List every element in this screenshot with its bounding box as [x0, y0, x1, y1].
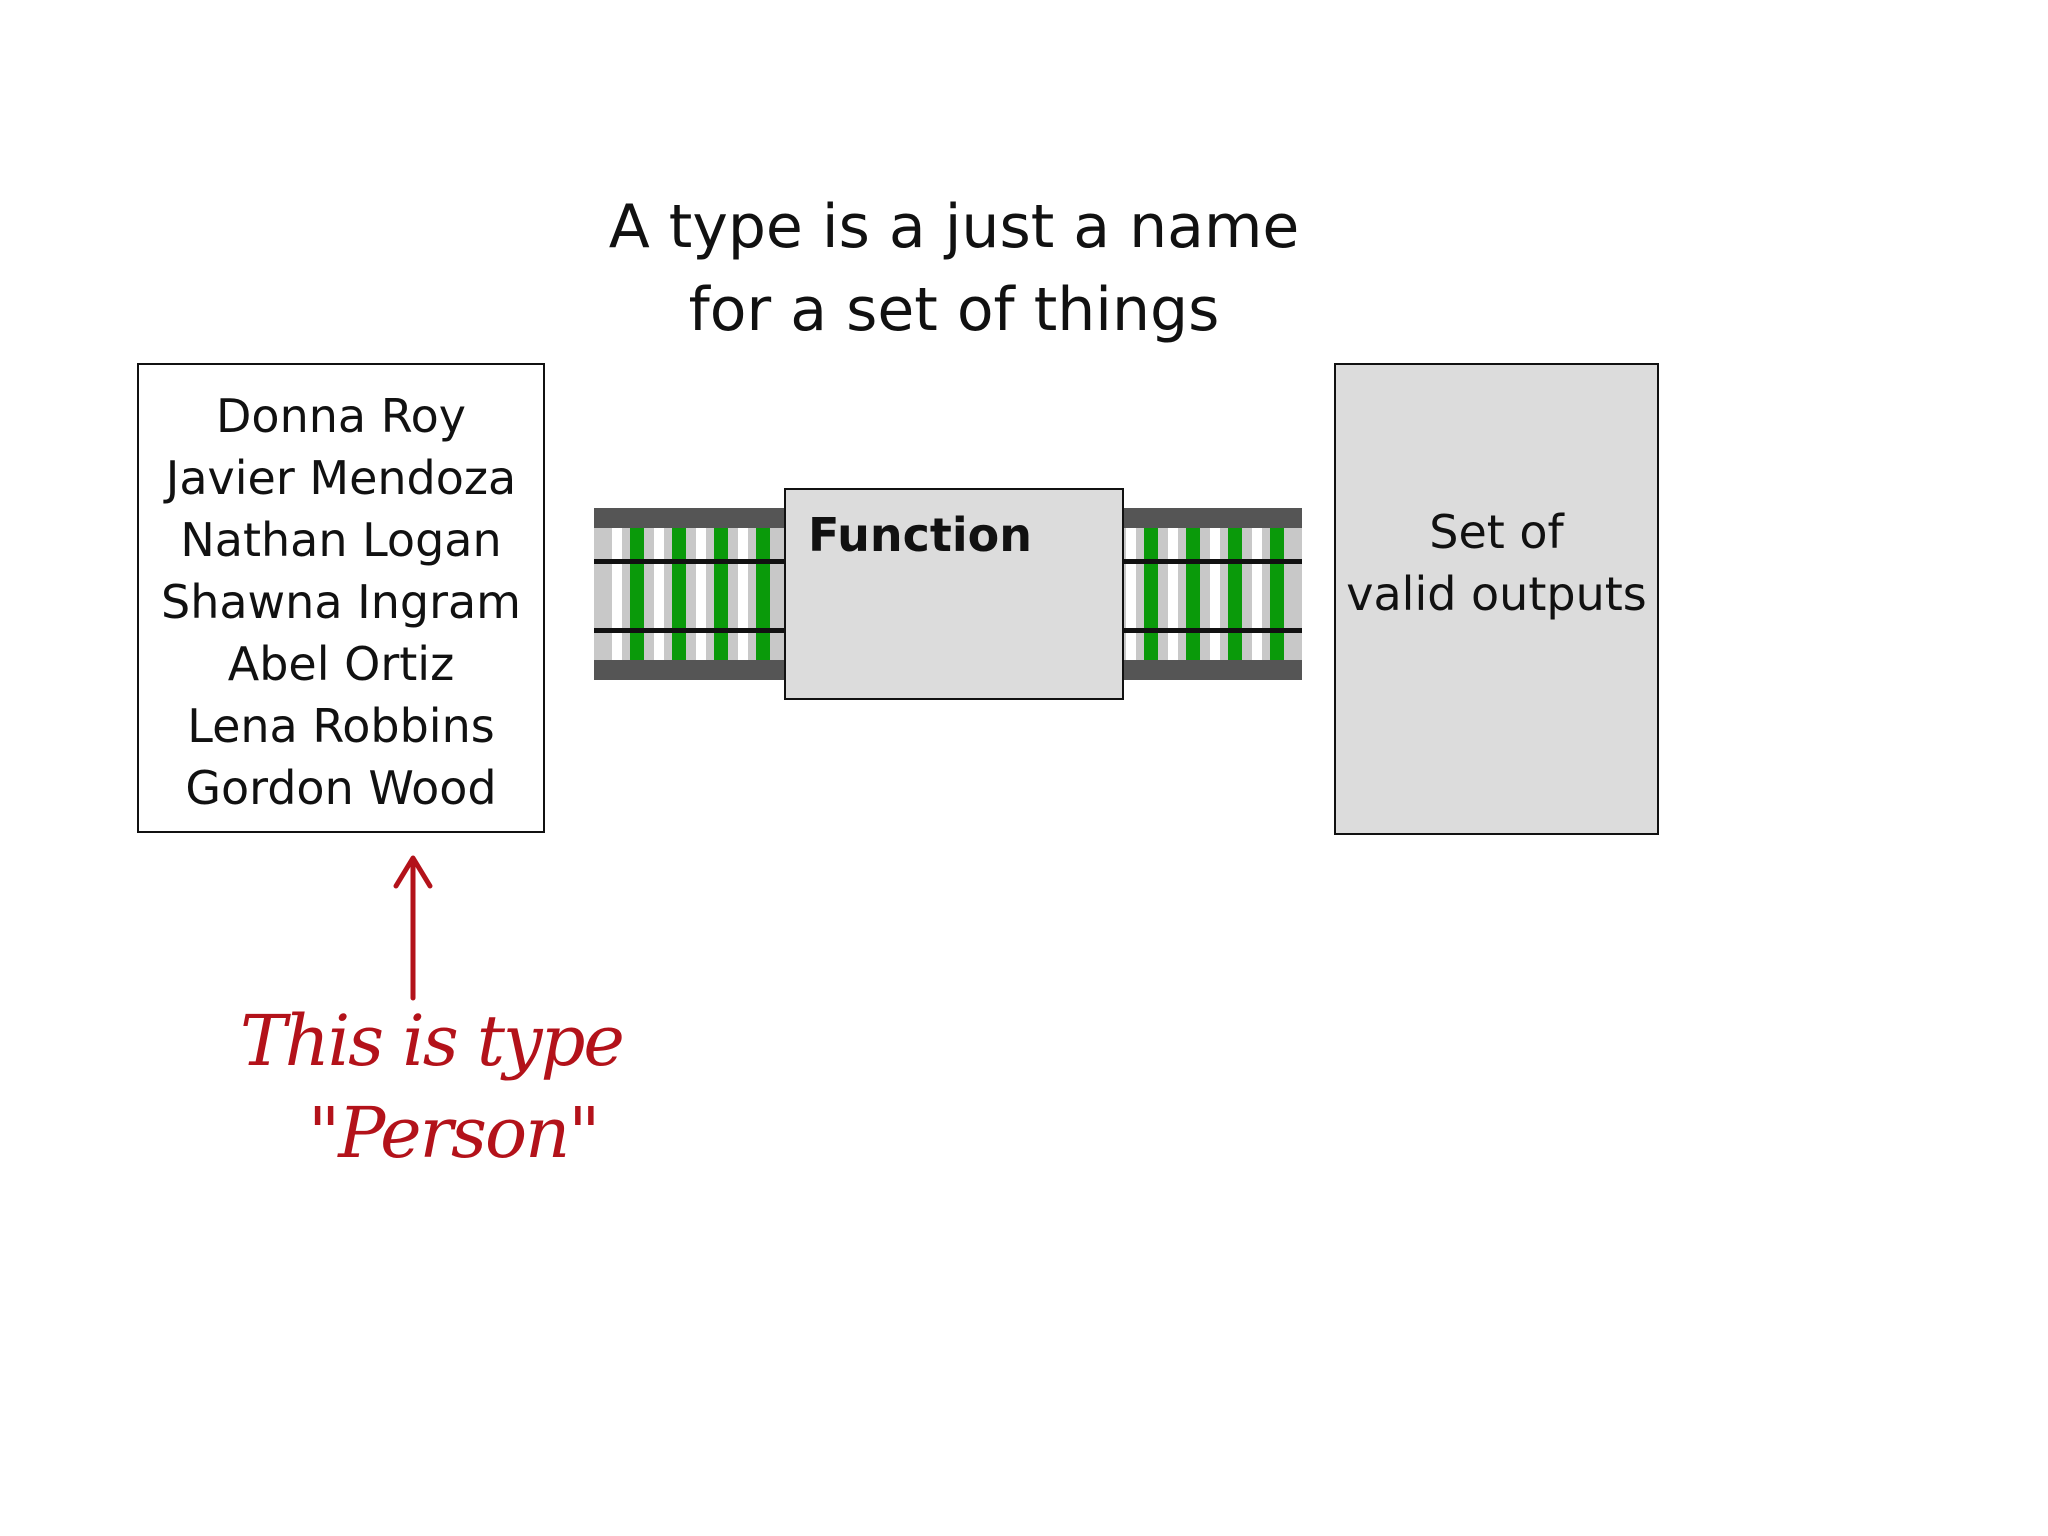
input-set-box: Donna Roy Javier Mendoza Nathan Logan Sh…	[137, 363, 545, 833]
set-member: Nathan Logan	[180, 513, 502, 567]
set-member: Abel Ortiz	[227, 637, 455, 691]
annotation-line-1: This is type	[240, 1000, 625, 1082]
title-line-1: A type is a just a name	[608, 192, 1300, 262]
set-member: Gordon Wood	[185, 761, 497, 815]
function-box: Function	[784, 488, 1124, 700]
type-annotation: This is type "Person"	[240, 995, 660, 1179]
set-member: Javier Mendoza	[165, 451, 517, 505]
slide-title: A type is a just a name for a set of thi…	[546, 186, 1362, 352]
output-set-line-2: valid outputs	[1346, 567, 1647, 621]
railway-track-left	[594, 508, 788, 680]
output-set-line-1: Set of	[1429, 505, 1564, 559]
output-set-box: Set of valid outputs	[1334, 363, 1659, 835]
set-member: Donna Roy	[216, 389, 466, 443]
annotation-line-2: "Person"	[308, 1092, 600, 1174]
set-member: Shawna Ingram	[161, 575, 521, 629]
function-label: Function	[808, 508, 1033, 562]
set-member: Lena Robbins	[187, 699, 495, 753]
title-line-2: for a set of things	[688, 275, 1220, 345]
annotation-arrow-icon	[393, 855, 433, 1001]
railway-track-right	[1122, 508, 1302, 680]
